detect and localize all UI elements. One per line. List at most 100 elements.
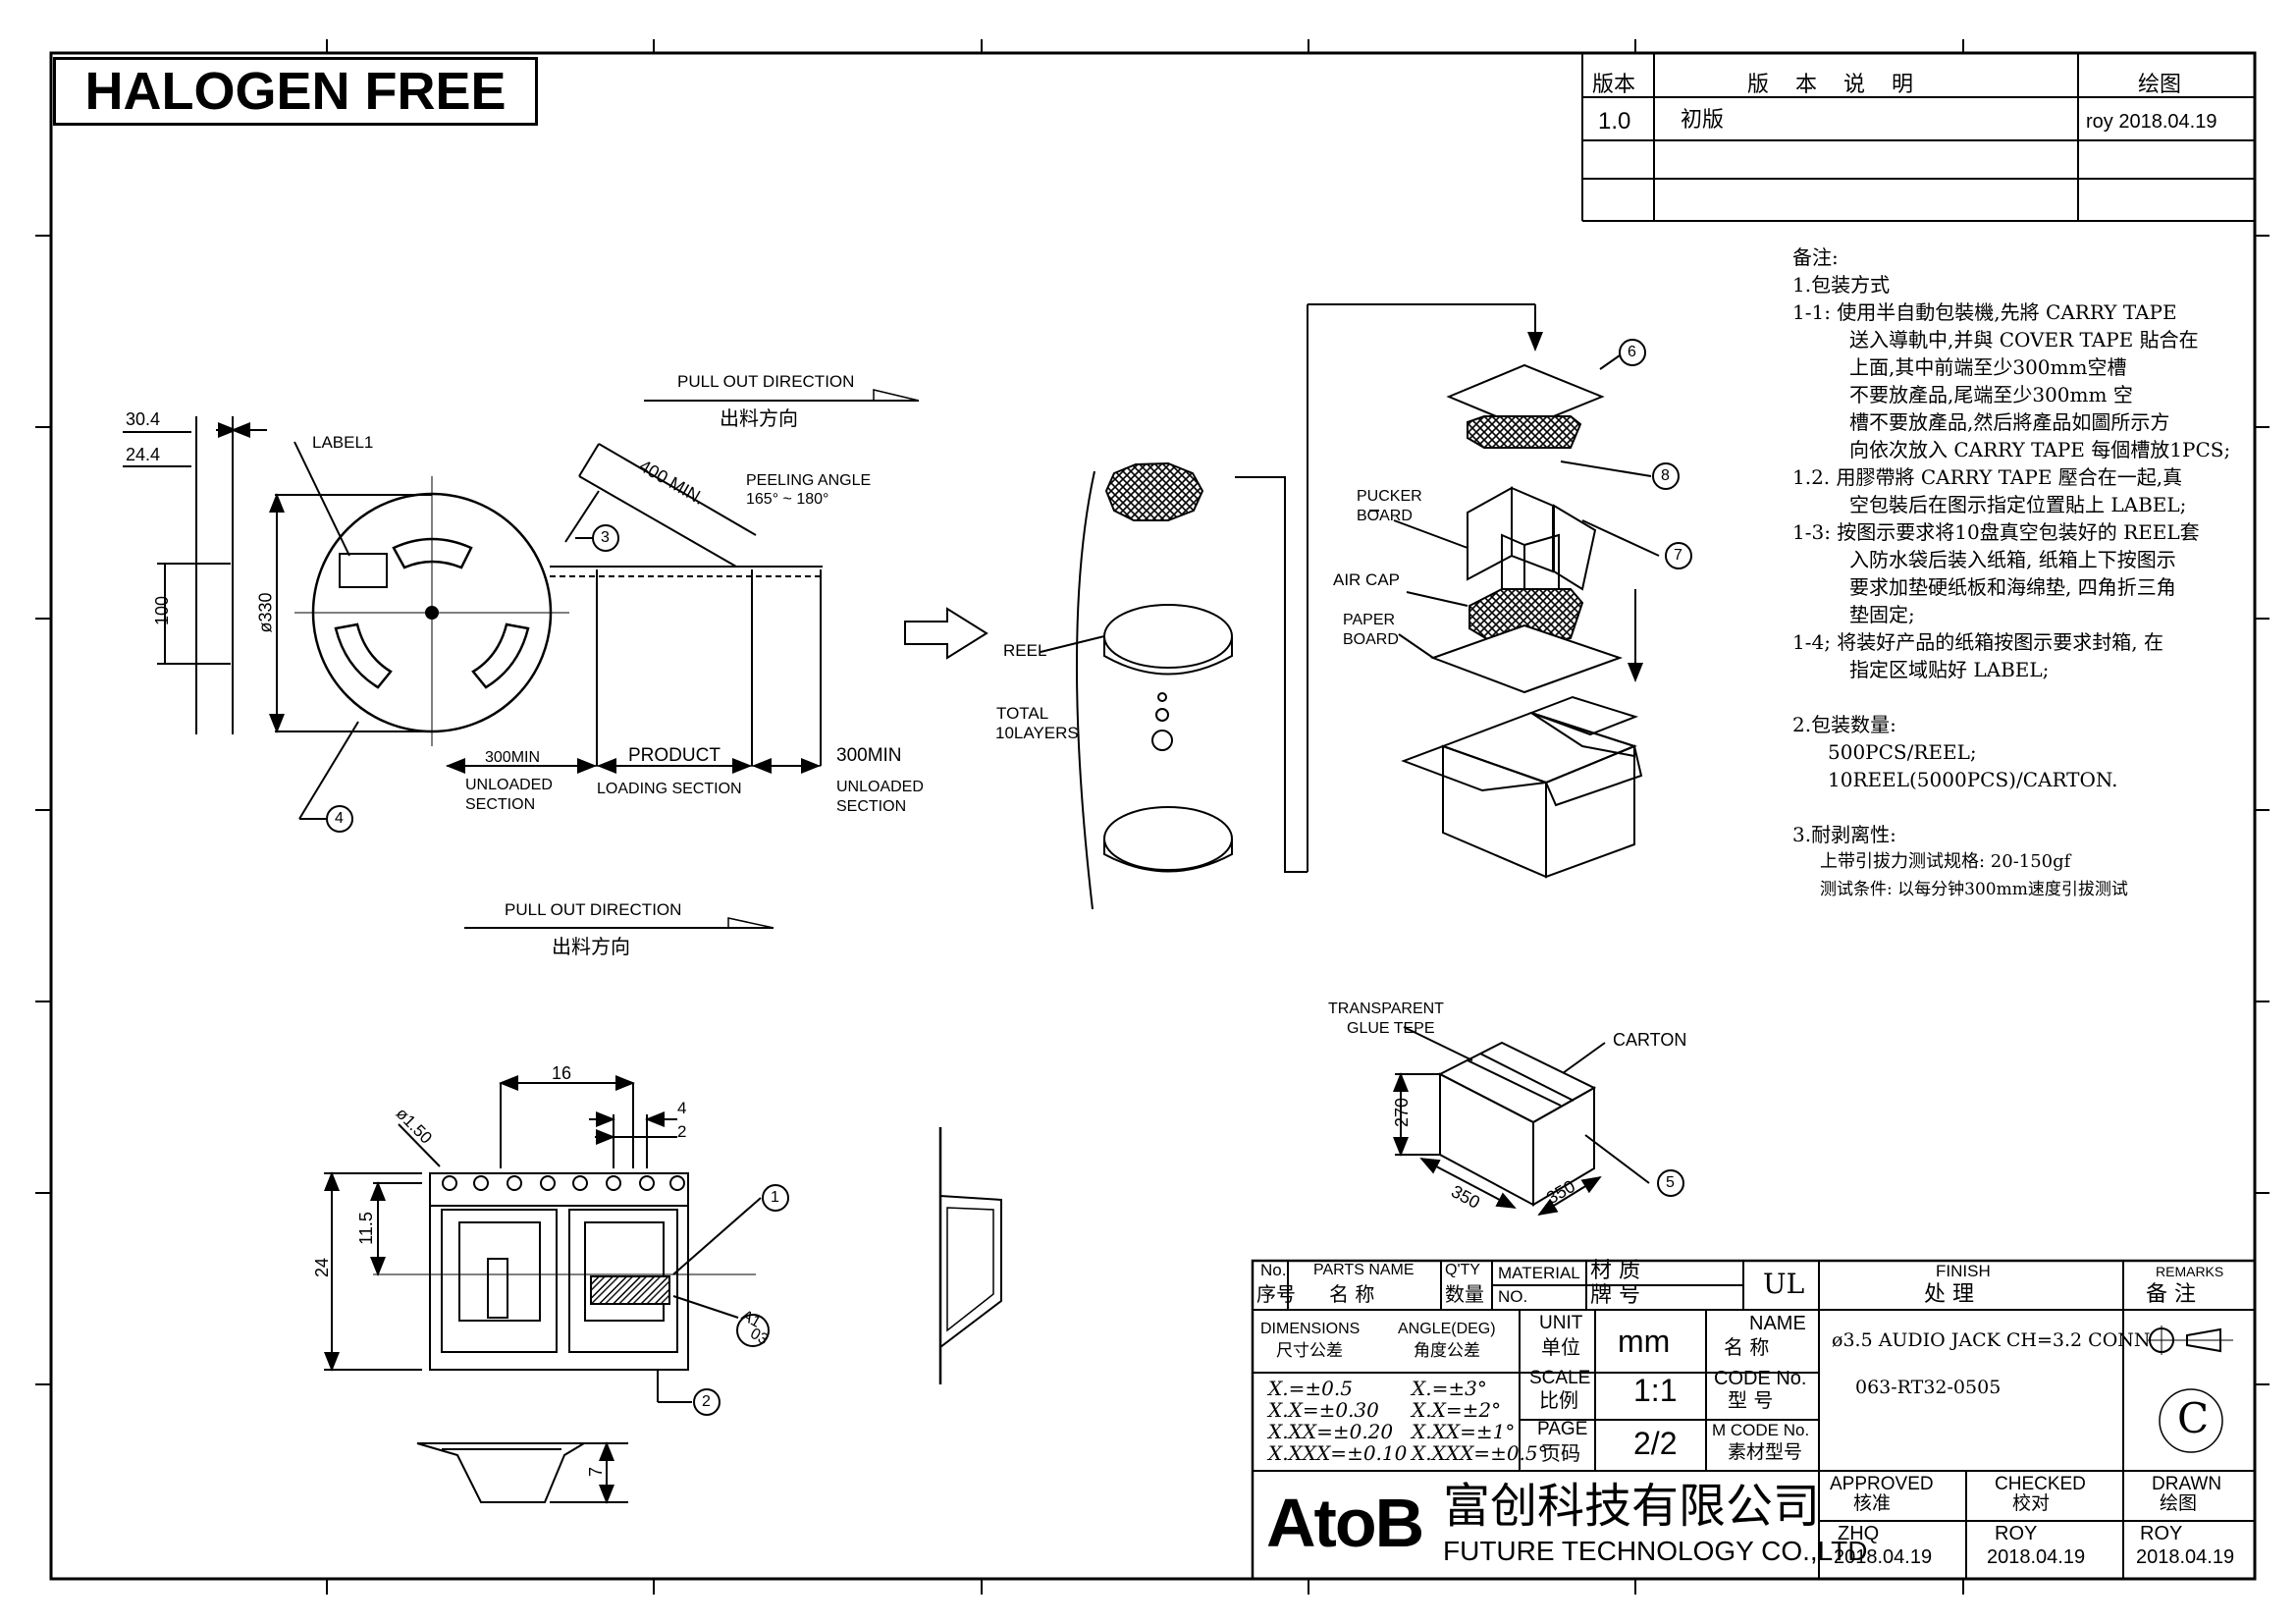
halogen-free-banner: HALOGEN FREE bbox=[53, 57, 538, 126]
section-300min-b: 300MIN bbox=[836, 745, 902, 766]
total-label: TOTAL bbox=[996, 704, 1049, 723]
pucker-label: PUCKER bbox=[1357, 488, 1422, 505]
tb-dimensions-cn: 尺寸公差 bbox=[1276, 1341, 1343, 1361]
tb-page-en: PAGE bbox=[1537, 1419, 1588, 1439]
dim-2: 2 bbox=[677, 1122, 687, 1141]
section-b: SECTION bbox=[836, 798, 907, 815]
notes-line: 1.2. 用膠帶將 CARRY TAPE 壓合在一起,真 bbox=[1792, 465, 2183, 489]
tb-qty-en: Q'TY bbox=[1445, 1262, 1480, 1278]
notes-line: 槽不要放產品,然后將產品如圖所示方 bbox=[1849, 410, 2170, 434]
tb-page-cn: 页码 bbox=[1541, 1441, 1580, 1465]
section-300min-a: 300MIN bbox=[485, 749, 541, 766]
checked-date: 2018.04.19 bbox=[1987, 1546, 2086, 1568]
tb-remarks-cn: 备 注 bbox=[2146, 1282, 2196, 1307]
approved-date: 2018.04.19 bbox=[1834, 1546, 1933, 1568]
pull-out-direction-2: PULL OUT DIRECTION bbox=[505, 900, 682, 919]
tb-code-cn: 型 号 bbox=[1728, 1388, 1774, 1412]
revision-table-lines bbox=[1581, 53, 2255, 222]
tb-ang-4: X.XXX=±0.5° bbox=[1412, 1441, 1548, 1465]
drawn-cn: 绘图 bbox=[2160, 1492, 2198, 1514]
box-exploded-drawing bbox=[1369, 339, 1692, 879]
tb-no-en: No. bbox=[1260, 1261, 1287, 1279]
tb-rev-letter: C bbox=[2177, 1394, 2210, 1442]
approved-cn: 核准 bbox=[1853, 1492, 1892, 1514]
checked-cn: 校对 bbox=[2012, 1492, 2051, 1514]
tb-dimensions: DIMENSIONS bbox=[1260, 1321, 1361, 1337]
notes-peel-spec: 上带引拔力测试规格: 20-150gf bbox=[1820, 851, 2071, 872]
pucker-board-label: BOARD bbox=[1357, 508, 1413, 524]
pull-out-direction-2-cn: 出料方向 bbox=[552, 935, 630, 958]
tb-mcode-cn: 素材型号 bbox=[1728, 1441, 1803, 1463]
notes-line: 10REEL(5000PCS)/CARTON. bbox=[1828, 768, 2118, 791]
tb-finish-cn: 处 理 bbox=[1924, 1282, 1974, 1307]
notes-line: 1-3: 按图示要求将10盘真空包装好的 REEL套 bbox=[1792, 520, 2200, 544]
notes-line: 送入導軌中,并與 COVER TAPE 貼合在 bbox=[1849, 328, 2199, 352]
dim-16: 16 bbox=[552, 1063, 572, 1083]
callout-7: 7 bbox=[1674, 547, 1682, 564]
tb-mcode-en: M CODE No. bbox=[1712, 1421, 1810, 1439]
dim-30-4: 30.4 bbox=[126, 409, 161, 429]
unloaded-b: UNLOADED bbox=[836, 779, 924, 795]
glue-label: GLUE TEPE bbox=[1347, 1020, 1435, 1037]
tb-material: MATERIAL bbox=[1498, 1264, 1580, 1282]
notes-line: 2.包装数量: bbox=[1792, 713, 1896, 736]
paper-label: PAPER bbox=[1343, 612, 1396, 628]
tb-code-value: 063-RT32-0505 bbox=[1855, 1377, 2002, 1398]
pull-out-direction-1: PULL OUT DIRECTION bbox=[677, 372, 855, 391]
company-name-en: FUTURE TECHNOLOGY CO.,LTD bbox=[1443, 1536, 1868, 1566]
peeling-angle-range: 165° ~ 180° bbox=[746, 491, 829, 508]
tb-ul: UL bbox=[1763, 1268, 1805, 1300]
section-a: SECTION bbox=[465, 796, 536, 813]
tb-ang-2: X.X=±2° bbox=[1412, 1398, 1502, 1422]
tb-ang-3: X.XX=±1° bbox=[1412, 1420, 1516, 1443]
tb-name-value: ø3.5 AUDIO JACK CH=3.2 CONN bbox=[1832, 1329, 2151, 1351]
pull-out-arrow-2 bbox=[464, 917, 774, 929]
tb-tol-4: X.XXX=±0.10 bbox=[1268, 1441, 1408, 1465]
reel-drawing bbox=[123, 389, 920, 833]
tb-material-cn: 材 质 bbox=[1590, 1259, 1640, 1283]
unloaded-a: UNLOADED bbox=[465, 777, 553, 793]
tb-tol-3: X.XX=±0.20 bbox=[1268, 1420, 1394, 1443]
rev-row-drawn: roy 2018.04.19 bbox=[2086, 111, 2217, 133]
notes-line: 1-4; 将装好产品的纸箱按图示要求封箱, 在 bbox=[1792, 630, 2164, 654]
dim-7: 7 bbox=[586, 1466, 607, 1478]
notes-line bbox=[1792, 683, 2230, 711]
callout-2: 2 bbox=[702, 1393, 711, 1410]
dim-4: 4 bbox=[677, 1099, 687, 1117]
pull-out-direction-1-cn: 出料方向 bbox=[720, 406, 798, 430]
company-logo: AtoB bbox=[1266, 1485, 1424, 1561]
tb-name-cn: 名 称 bbox=[1724, 1335, 1770, 1359]
tb-qty-cn: 数量 bbox=[1445, 1282, 1484, 1306]
tb-angle: ANGLE(DEG) bbox=[1398, 1321, 1496, 1337]
dim-24-4: 24.4 bbox=[126, 445, 161, 464]
callout-4: 4 bbox=[335, 810, 344, 827]
layers-label: 10LAYERS bbox=[995, 724, 1079, 742]
notes-line: 3.耐剥离性: bbox=[1792, 823, 1896, 846]
tb-code-en: CODE No. bbox=[1714, 1368, 1807, 1389]
loading-section: LOADING SECTION bbox=[597, 781, 742, 797]
rev-header-drawn: 绘图 bbox=[2138, 73, 2182, 97]
rev-header-description: 版 本 说 明 bbox=[1747, 73, 1923, 97]
tb-unit-cn: 单位 bbox=[1541, 1335, 1580, 1359]
tb-scale-value: 1:1 bbox=[1633, 1373, 1678, 1408]
tb-ang-1: X.=±3° bbox=[1412, 1377, 1487, 1400]
callout-5: 5 bbox=[1666, 1174, 1675, 1191]
notes-line: 空包裝后在图示指定位置貼上 LABEL; bbox=[1849, 493, 2187, 516]
peeling-angle: PEELING ANGLE bbox=[746, 472, 872, 489]
tb-brand-cn: 牌 号 bbox=[1590, 1283, 1640, 1308]
notes-line: 要求加垫硬纸板和海绵垫, 四角折三角 bbox=[1849, 575, 2176, 599]
reel-label: REEL bbox=[1003, 641, 1047, 660]
notes-heading: 备注: bbox=[1792, 245, 1839, 269]
dim-100: 100 bbox=[152, 595, 173, 626]
carton-closed-drawing bbox=[1393, 1026, 1684, 1217]
notes-line bbox=[1792, 793, 2230, 821]
tb-scale-en: SCALE bbox=[1529, 1368, 1591, 1388]
dim-270: 270 bbox=[1392, 1097, 1413, 1128]
approved-en: APPROVED bbox=[1830, 1474, 1934, 1494]
tb-tol-1: X.=±0.5 bbox=[1268, 1377, 1353, 1400]
section-product: PRODUCT bbox=[628, 745, 721, 766]
notes-line: 500PCS/REEL; bbox=[1828, 740, 1977, 764]
tb-angle-cn: 角度公差 bbox=[1414, 1341, 1480, 1361]
tb-page-value: 2/2 bbox=[1633, 1426, 1678, 1461]
right-arrow bbox=[904, 607, 988, 660]
